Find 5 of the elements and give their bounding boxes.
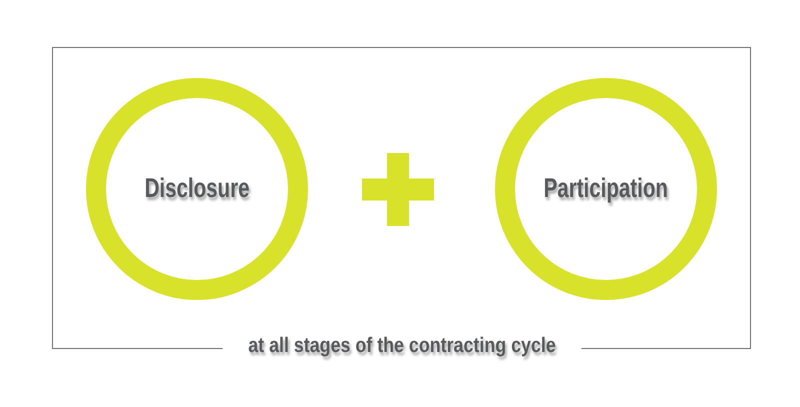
circle-label: Participation	[544, 174, 668, 204]
circle-label: Disclosure	[144, 174, 250, 204]
ring-circle	[495, 78, 717, 300]
ring-circle	[86, 78, 308, 300]
frame-caption: at all stages of the contracting cycle	[248, 334, 556, 358]
